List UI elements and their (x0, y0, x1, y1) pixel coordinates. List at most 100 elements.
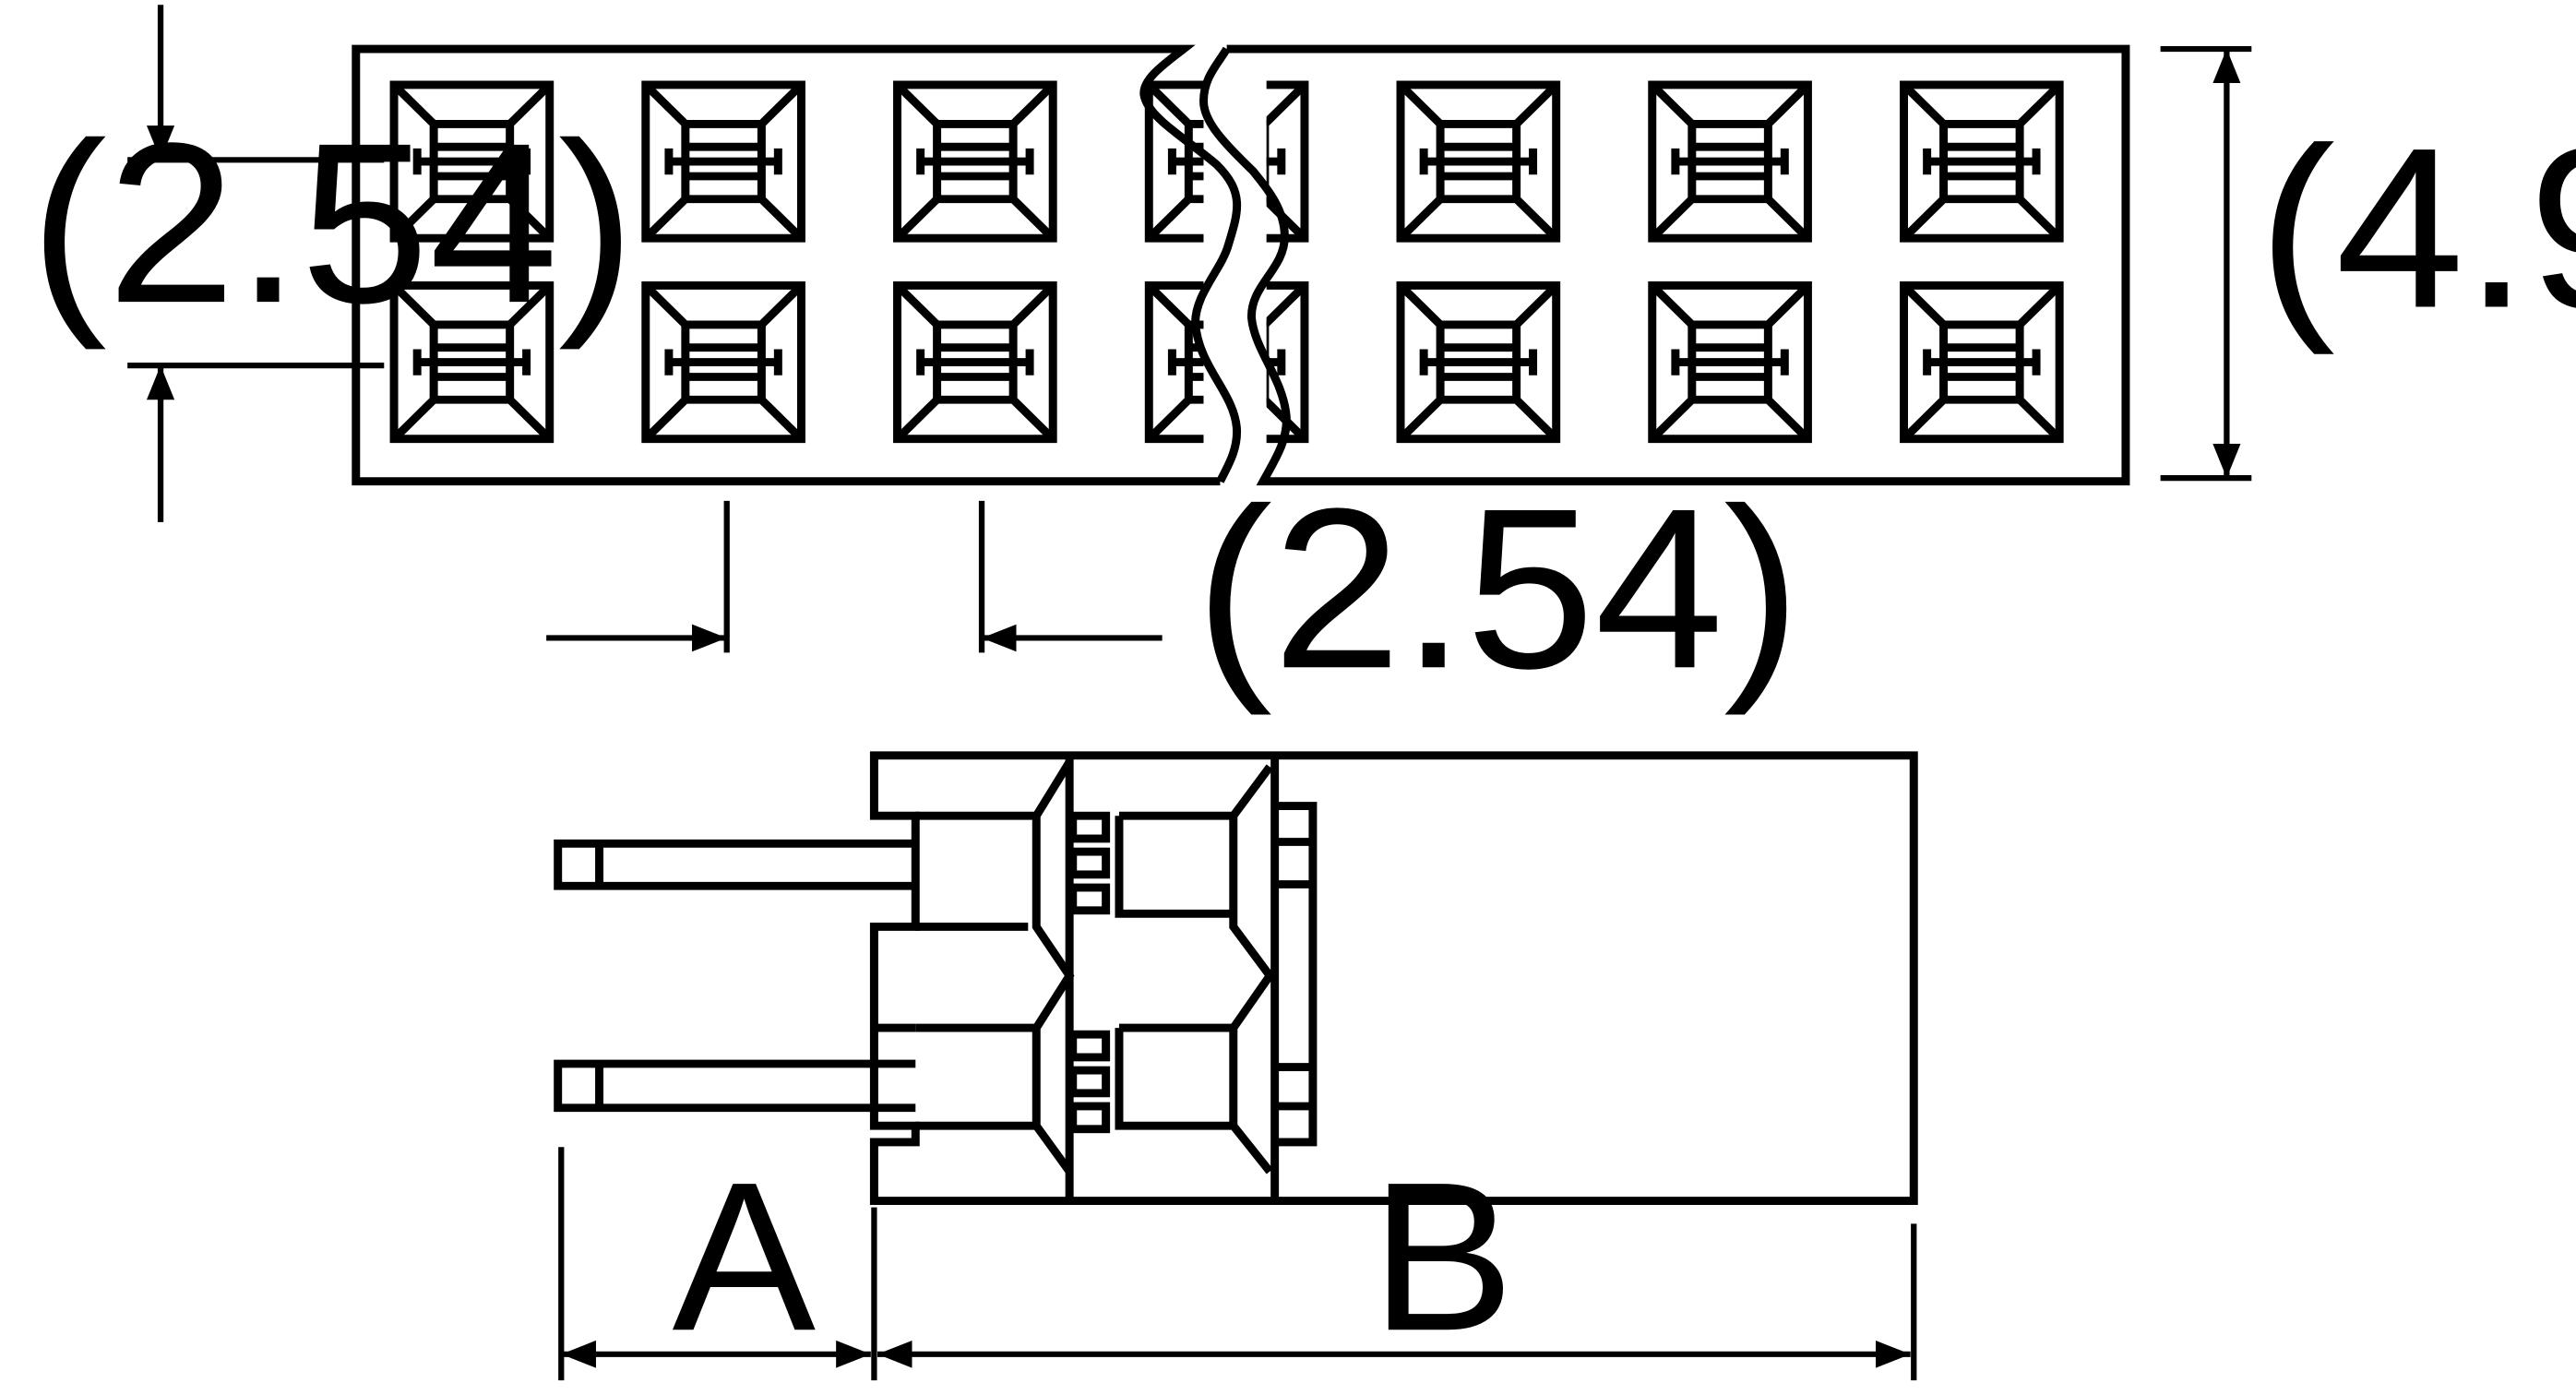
contact-cell-line (1440, 142, 1517, 181)
contact-cell-line (642, 196, 805, 242)
contact-cell-r2-c5 (1396, 281, 1561, 444)
contact-cell-line (894, 397, 1056, 442)
contact-cell-r1-c6 (1648, 80, 1812, 243)
contact-cell-r2-c2 (641, 281, 805, 444)
contact-cell-line (1397, 282, 1559, 328)
contact-cell-line (1419, 349, 1538, 376)
contact-cell-line (1266, 282, 1308, 328)
contact-cell-r2-broken-right (1266, 281, 1309, 444)
contact-cell-line (1266, 397, 1308, 442)
contact-cell-line (1146, 397, 1192, 442)
contact-cell-line (1397, 397, 1559, 442)
contact-cell-line (1943, 343, 2021, 381)
contact-cell-r1-c7 (1900, 80, 2064, 243)
contact-cell-line (936, 142, 1014, 181)
contact-cell-line (894, 81, 1056, 127)
contact-cell-line (916, 349, 1034, 376)
contact-cell-line (1649, 282, 1811, 328)
pin-upper (554, 839, 916, 890)
top-view (352, 44, 2130, 486)
upper-contact-right (1115, 764, 1275, 1174)
side-view-dimensions (558, 1147, 1917, 1381)
top-view-dimensions (127, 5, 2252, 653)
contact-cell-line (894, 196, 1056, 242)
contact-cell-line (1901, 397, 2063, 442)
housing-left-section (352, 44, 1242, 486)
contact-cell-line (894, 282, 1056, 328)
contact-cell-line (1440, 343, 1517, 381)
contact-cell-r1-c3 (893, 80, 1057, 243)
contact-cell-line (1923, 349, 2041, 376)
pin-lower (554, 1059, 916, 1113)
contact-cell-r2-c1 (389, 281, 555, 444)
contact-cell-line (664, 349, 782, 376)
contact-cell-line (1266, 81, 1308, 127)
contact-grid (389, 80, 2064, 444)
tab-lower-2 (1068, 1066, 1111, 1098)
contact-cell-line (434, 343, 510, 381)
contact-cell-line (1397, 81, 1559, 127)
tab-lower-1 (1068, 1030, 1111, 1062)
column-pitch-label: (2.54) (1196, 460, 1801, 716)
contact-cell-line (1923, 148, 2041, 175)
tab-upper-3 (1068, 883, 1111, 915)
contact-cell-line (1266, 196, 1308, 242)
contact-cell-line (1188, 142, 1204, 181)
contact-cell-line (1277, 148, 1286, 175)
contact-cell-line (936, 343, 1014, 381)
contact-cell-r1-broken-left (1144, 80, 1204, 243)
dim-b-label: B (1371, 1139, 1515, 1376)
overall-width-label: (4.95) (2258, 100, 2576, 355)
contact-cell-line (1167, 349, 1176, 376)
contact-cell-line (642, 282, 805, 328)
contact-cell-line (1943, 142, 2021, 181)
contact-cell-line (1671, 349, 1789, 376)
contact-cell-r2-c7 (1900, 281, 2064, 444)
tab-lower-3 (1068, 1102, 1111, 1134)
upper-contact-left (1032, 759, 1075, 1174)
dim-a-label: A (673, 1139, 817, 1376)
contact-cell-line (1419, 148, 1538, 175)
contact-cell-line (642, 397, 805, 442)
contact-cell-line (1277, 349, 1286, 376)
contact-cell-r2-broken-left (1144, 281, 1204, 444)
contact-cell-line (1167, 148, 1176, 175)
contact-cell-r1-c1 (389, 80, 555, 243)
contact-cell-line (1691, 142, 1769, 181)
contact-cell-line (1144, 80, 1204, 243)
contact-cell-line (685, 142, 762, 181)
contact-cell-line (1146, 282, 1192, 328)
contact-cell-line (916, 148, 1034, 175)
contact-cell-line (1901, 196, 2063, 242)
contact-cell-line (1397, 196, 1559, 242)
contact-cell-line (390, 196, 553, 242)
contact-cell-line (664, 148, 782, 175)
contact-cell-line (1901, 282, 2063, 328)
side-view (554, 751, 1918, 1205)
row-pitch-label: (2.54) (30, 95, 635, 351)
contact-cell-line (390, 81, 553, 127)
contact-cell-line (1649, 397, 1811, 442)
housing-right-section (1199, 44, 2130, 486)
tab-upper-1 (1068, 811, 1111, 843)
contact-cell-r1-c5 (1396, 80, 1561, 243)
contact-cell-line (1671, 148, 1789, 175)
contact-cell-line (1901, 81, 2063, 127)
contact-cell-line (1144, 281, 1204, 444)
contact-cell-line (1649, 196, 1811, 242)
contact-cell-line (1691, 343, 1769, 381)
tab-upper-2 (1068, 847, 1111, 879)
contact-cell-r2-c3 (893, 281, 1057, 444)
contact-cell-line (434, 142, 510, 181)
contact-cell-line (642, 81, 805, 127)
contact-cell-line (390, 397, 553, 442)
contact-cell-line (685, 343, 762, 381)
contact-cell-r1-c2 (641, 80, 805, 243)
contact-cell-line (1146, 196, 1192, 242)
contact-cell-line (1188, 343, 1204, 381)
contact-cell-line (1649, 81, 1811, 127)
contact-cell-line (390, 282, 553, 328)
contact-cell-line (412, 148, 531, 175)
side-tab-strip (1274, 802, 1318, 1147)
